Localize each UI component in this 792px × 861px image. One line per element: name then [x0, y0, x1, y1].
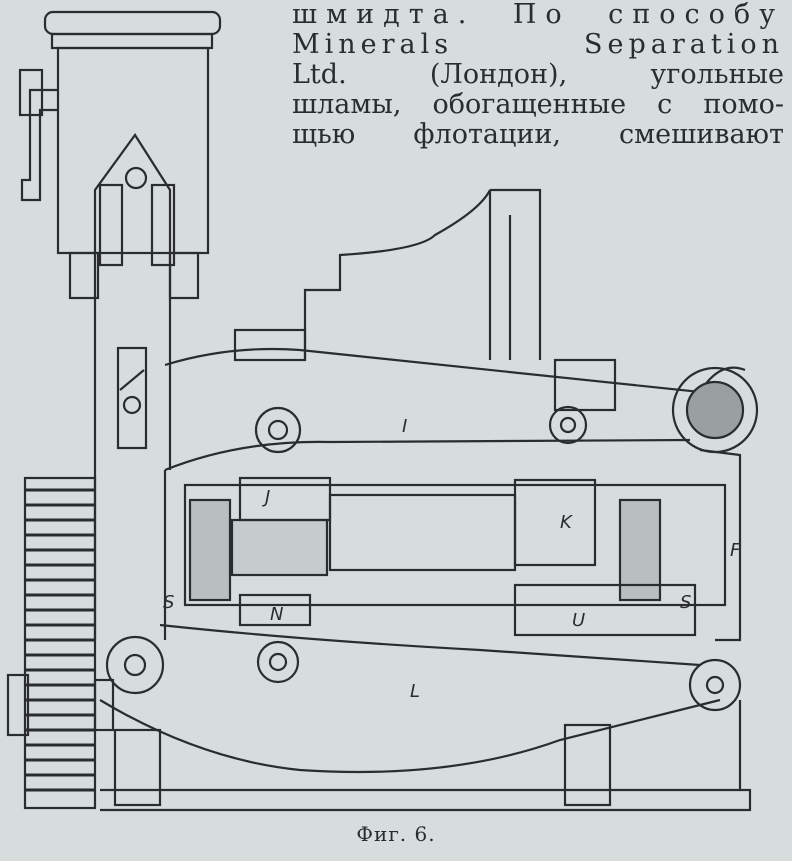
label-J: J — [262, 487, 270, 508]
mold-box — [183, 448, 742, 642]
text-line: шмидта. По способу — [292, 0, 784, 30]
label-F: F — [730, 540, 741, 561]
label-S-left: S — [163, 592, 174, 613]
text-line: щью флотации, смешивают — [292, 119, 784, 150]
figure-caption: Фиг. 6. — [356, 822, 436, 846]
base — [100, 700, 752, 812]
label-S-right: S — [680, 592, 691, 613]
text-line: шламы, обогащенные с помо- — [292, 89, 784, 120]
text-line: Ltd. (Лондон), угольные — [292, 59, 784, 90]
label-K: K — [560, 512, 573, 533]
lower-arm — [99, 623, 742, 774]
vertical-lever — [93, 133, 176, 640]
upper-arm — [164, 347, 759, 472]
label-N: N — [270, 604, 283, 625]
label-L: L — [410, 681, 420, 702]
gear — [6, 476, 115, 810]
top-block — [233, 188, 542, 362]
label-I: I — [402, 416, 407, 437]
label-U: U — [572, 610, 585, 631]
text-line: Minerals Separation — [292, 29, 784, 60]
